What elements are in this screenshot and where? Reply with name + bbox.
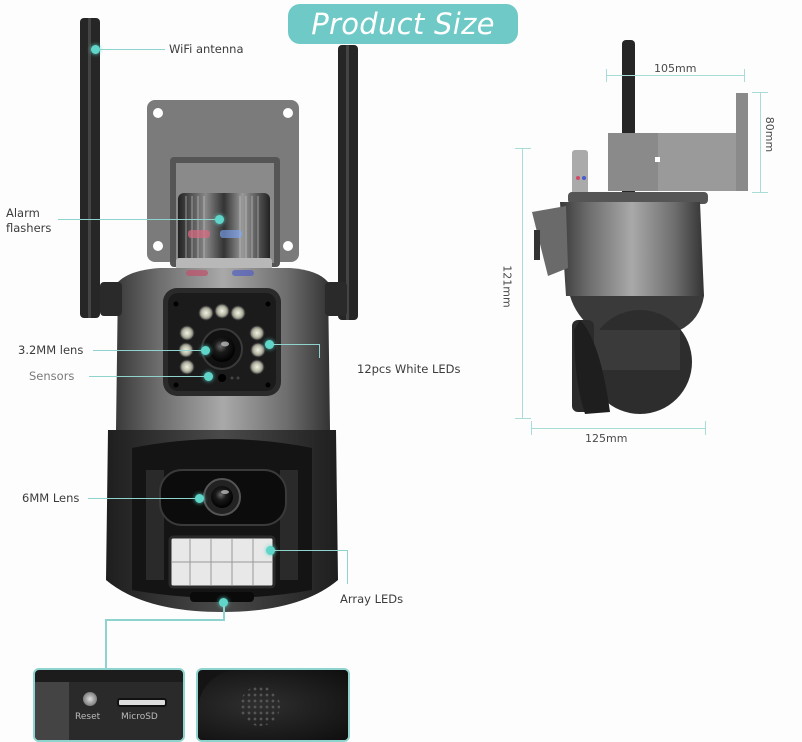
array-leds-leader-h [274,550,348,551]
ports-leader-v1 [223,606,225,620]
sensors-marker [204,372,213,381]
microsd-label: MicroSD [121,712,158,722]
alarm-flashers-line2: flashers [6,221,52,235]
dim-105-line [606,75,744,76]
white-leds-leader-h [273,344,319,345]
dim-height-total: 121mm [500,265,514,308]
lens-3-2mm-leader [93,350,205,351]
product-size-banner: Product Size [288,4,518,44]
dim-80-tick-t [752,92,768,93]
dim-121-tick-t [515,148,531,149]
ports-inset-panel [69,682,183,740]
lens-6mm-leader [88,498,198,499]
ports-inset-side [35,682,69,740]
dim-80-line [760,92,761,192]
dim-121-line [522,148,523,418]
dim-105-tick-l [606,69,607,82]
ports-leader-h [105,619,225,621]
dim-121-tick-b [515,418,531,419]
microsd-slot-icon [117,698,167,707]
wifi-antenna-leader [100,49,165,50]
dim-80-tick-b [752,192,768,193]
sensors-label: Sensors [29,369,75,383]
ports-marker [219,598,228,607]
dim-125-line [531,428,705,429]
ports-leader-v2 [105,619,107,669]
alarm-flashers-marker [215,215,224,224]
reset-label: Reset [75,712,101,722]
lens-6mm-marker [195,494,204,503]
wifi-antenna-label: WiFi antenna [169,42,244,56]
speaker-grille-icon [240,686,280,726]
array-leds-label: Array LEDs [340,592,404,606]
dim-105-tick-r [744,69,745,82]
lens-3-2mm-marker [201,346,210,355]
dim-125-tick-r [705,421,706,435]
lens-3-2mm-label: 3.2MM lens [18,343,84,357]
white-leds-marker [265,340,274,349]
alarm-flashers-label: Alarm flashers [6,206,51,236]
sensors-leader [89,376,207,377]
white-leds-label: 12pcs White LEDs [357,362,461,376]
speaker-detail-inset [196,668,350,742]
alarm-flashers-line1: Alarm [6,206,40,220]
wifi-antenna-marker [91,45,100,54]
dim-125-tick-l [531,421,532,435]
alarm-flashers-leader [58,219,218,220]
array-leds-leader-v [347,550,348,584]
lens-6mm-label: 6MM Lens [22,491,80,505]
banner-title: Product Size [311,7,495,41]
white-leds-leader-v [319,344,320,358]
dim-width-top: 105mm [654,62,697,75]
array-leds-marker [266,546,275,555]
dim-width-bottom: 125mm [585,432,628,445]
reset-button-icon [83,692,97,706]
ports-detail-inset: Reset MicroSD [33,668,185,742]
dim-height-bracket: 80mm [763,116,777,153]
